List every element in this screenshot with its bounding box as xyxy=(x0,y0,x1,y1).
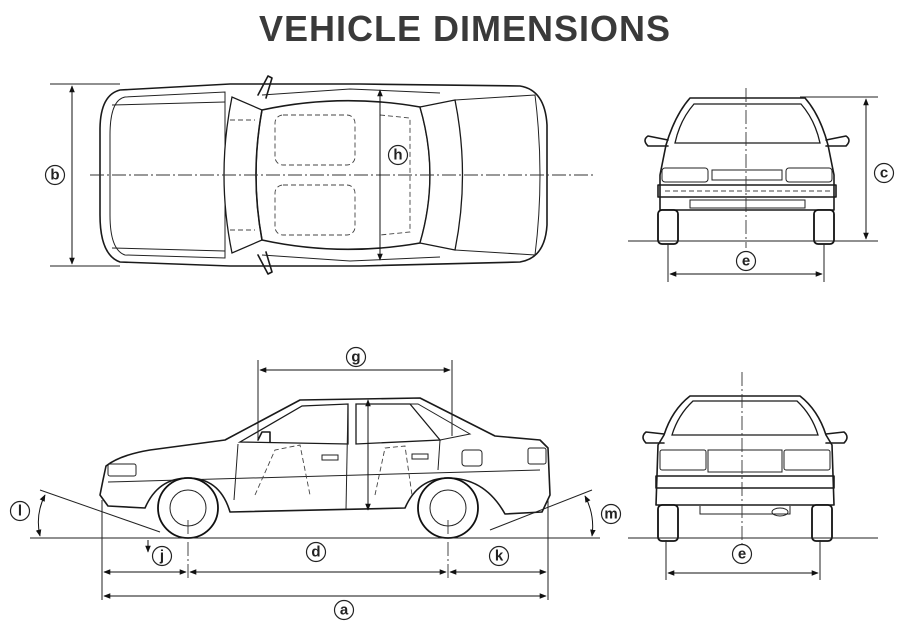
svg-text:e: e xyxy=(742,253,750,270)
label-a: a xyxy=(333,599,355,621)
front-view xyxy=(628,88,878,282)
label-c: c xyxy=(873,162,895,184)
label-d: d xyxy=(305,541,327,563)
label-g: g xyxy=(345,346,367,368)
svg-text:a: a xyxy=(340,602,349,619)
page-title: VEHICLE DIMENSIONS xyxy=(258,8,672,49)
svg-text:e: e xyxy=(738,546,746,563)
label-e-rear: e xyxy=(731,543,753,565)
top-view xyxy=(50,75,595,275)
label-k: k xyxy=(488,545,510,567)
label-l: l xyxy=(9,500,31,522)
svg-text:g: g xyxy=(351,349,360,366)
svg-text:k: k xyxy=(495,548,504,565)
svg-text:j: j xyxy=(159,548,164,565)
label-e-front: e xyxy=(735,250,757,272)
side-view xyxy=(30,360,600,600)
label-m: m xyxy=(600,503,622,525)
label-b: b xyxy=(44,164,66,186)
label-h: h xyxy=(387,144,409,166)
svg-text:h: h xyxy=(393,147,402,164)
svg-text:d: d xyxy=(311,544,320,561)
svg-text:c: c xyxy=(880,165,888,182)
svg-text:l: l xyxy=(18,503,22,520)
label-j: j xyxy=(151,545,173,567)
svg-text:m: m xyxy=(604,506,617,523)
svg-text:b: b xyxy=(50,167,59,184)
rear-view xyxy=(628,372,878,580)
